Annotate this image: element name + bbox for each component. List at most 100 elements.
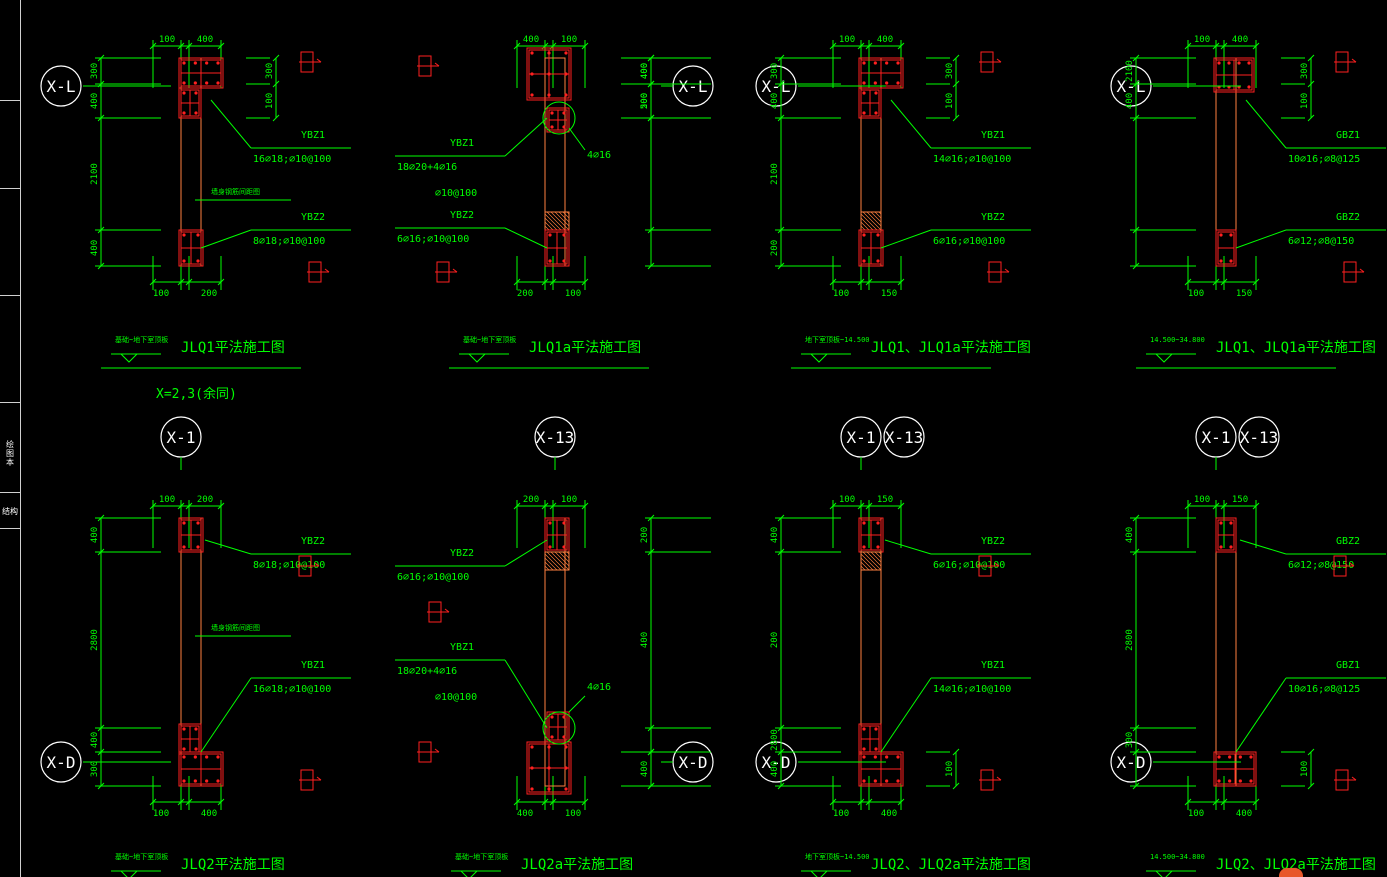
section-symbol — [979, 769, 1002, 791]
column-tag: GBZ1 — [1336, 660, 1360, 671]
hatch-line — [878, 211, 882, 215]
dim-side-value: 100 — [1300, 93, 1310, 109]
dim-side-value: 400 — [640, 63, 650, 79]
elevation-marker — [810, 870, 828, 877]
dim-tick — [149, 278, 157, 286]
toolbar-label[interactable]: 结构 — [2, 507, 18, 516]
dim-tick — [952, 782, 960, 790]
rebar-dot — [564, 745, 568, 749]
dim-tick — [581, 502, 589, 510]
hatch-line — [544, 561, 554, 571]
dim-side-value: 100 — [945, 93, 955, 109]
section-symbol — [299, 51, 322, 73]
column-tag: GBZ2 — [1336, 212, 1360, 223]
rebar-dot — [193, 61, 197, 65]
dim-tick — [185, 278, 193, 286]
rebar-dot — [1228, 755, 1232, 759]
axis-bubble — [40, 65, 82, 107]
dim-tick — [149, 502, 157, 510]
dim-side-value: 400 — [640, 632, 650, 648]
column-outline — [178, 229, 204, 267]
column-tag: YBZ1 — [301, 660, 325, 671]
dim-tick — [1307, 782, 1315, 790]
dim-bottom-value: 100 — [833, 289, 849, 299]
dim-tick — [1184, 42, 1192, 50]
view-title-text: JLQ1平法施工图 — [181, 340, 285, 356]
rebar-dot — [1247, 61, 1251, 65]
rebar-spec: 16⌀18;⌀10@100 — [253, 684, 331, 695]
leader-line — [204, 539, 252, 555]
hatch-line — [544, 225, 550, 231]
rebar-dot — [548, 259, 552, 263]
dim-tick — [541, 278, 549, 286]
column-outline — [526, 47, 572, 101]
rebar-dot — [194, 91, 198, 95]
hatch-pattern — [860, 551, 882, 571]
rebar-dot — [196, 545, 200, 549]
dim-tick — [581, 278, 589, 286]
dim-tick — [185, 502, 193, 510]
view-title-text: JLQ1a平法施工图 — [529, 340, 641, 356]
column-outline — [544, 229, 570, 267]
section-arrow — [434, 62, 440, 67]
rebar-dot — [182, 259, 186, 263]
boundary-column — [178, 751, 224, 787]
rebar-dot — [1238, 755, 1242, 759]
dim-tick — [1307, 748, 1315, 756]
hatch-line — [544, 221, 554, 231]
rebar-dot — [862, 755, 866, 759]
rebar-dot — [896, 779, 900, 783]
rebar-dot — [562, 735, 566, 739]
column-tag: YBZ1 — [981, 660, 1005, 671]
elevation-marker — [810, 353, 828, 363]
dim-tick — [897, 502, 905, 510]
elevation-marker — [120, 353, 138, 363]
view-title-text: JLQ2a平法施工图 — [521, 857, 633, 873]
rebar-dot — [196, 233, 200, 237]
rebar-dot — [550, 715, 554, 719]
hatch-line — [862, 211, 882, 231]
dim-side-value: 100 — [945, 761, 955, 777]
toolbar-label[interactable]: 绘 图 本 — [6, 440, 14, 467]
section-arrow — [324, 268, 330, 273]
rebar-dot — [196, 521, 200, 525]
rebar-dot — [548, 233, 552, 237]
rebar-dot — [194, 727, 198, 731]
dim-side-value: 300 — [90, 63, 100, 79]
rebar-dot — [562, 125, 566, 129]
rebar-dot — [885, 779, 889, 783]
rebar-dot — [1217, 779, 1221, 783]
rebar-dot — [193, 755, 197, 759]
leader-line — [504, 227, 548, 249]
hatch-line — [860, 213, 878, 231]
hatch-line — [860, 225, 866, 231]
section-symbol — [1334, 769, 1357, 791]
dim-side-value: 300 — [1125, 732, 1135, 748]
dim-tick — [829, 798, 837, 806]
dim-bottom-value: 200 — [201, 289, 217, 299]
dim-tick — [865, 502, 873, 510]
section-arrow — [994, 562, 1000, 567]
rebar-dot — [862, 61, 866, 65]
axis-bubble — [1110, 741, 1152, 783]
dim-tick — [513, 42, 521, 50]
dim-tick — [1307, 54, 1315, 62]
dim-tick — [897, 278, 905, 286]
hatch-line — [546, 211, 566, 231]
rebar-spec: 6⌀16;⌀10@100 — [933, 236, 1005, 247]
rebar-spec: 16⌀18;⌀10@100 — [253, 154, 331, 165]
dim-tick — [1212, 502, 1220, 510]
leader-line — [880, 677, 932, 753]
dim-tick — [1212, 798, 1220, 806]
rebar-dot — [1229, 233, 1233, 237]
rebar-dot — [896, 755, 900, 759]
dim-tick — [549, 798, 557, 806]
hatch-line — [554, 551, 570, 567]
column-tag: YBZ2 — [450, 548, 474, 559]
rebar-dot — [182, 91, 186, 95]
wall-strip — [1215, 517, 1237, 787]
dim-top-value: 400 — [197, 35, 213, 45]
